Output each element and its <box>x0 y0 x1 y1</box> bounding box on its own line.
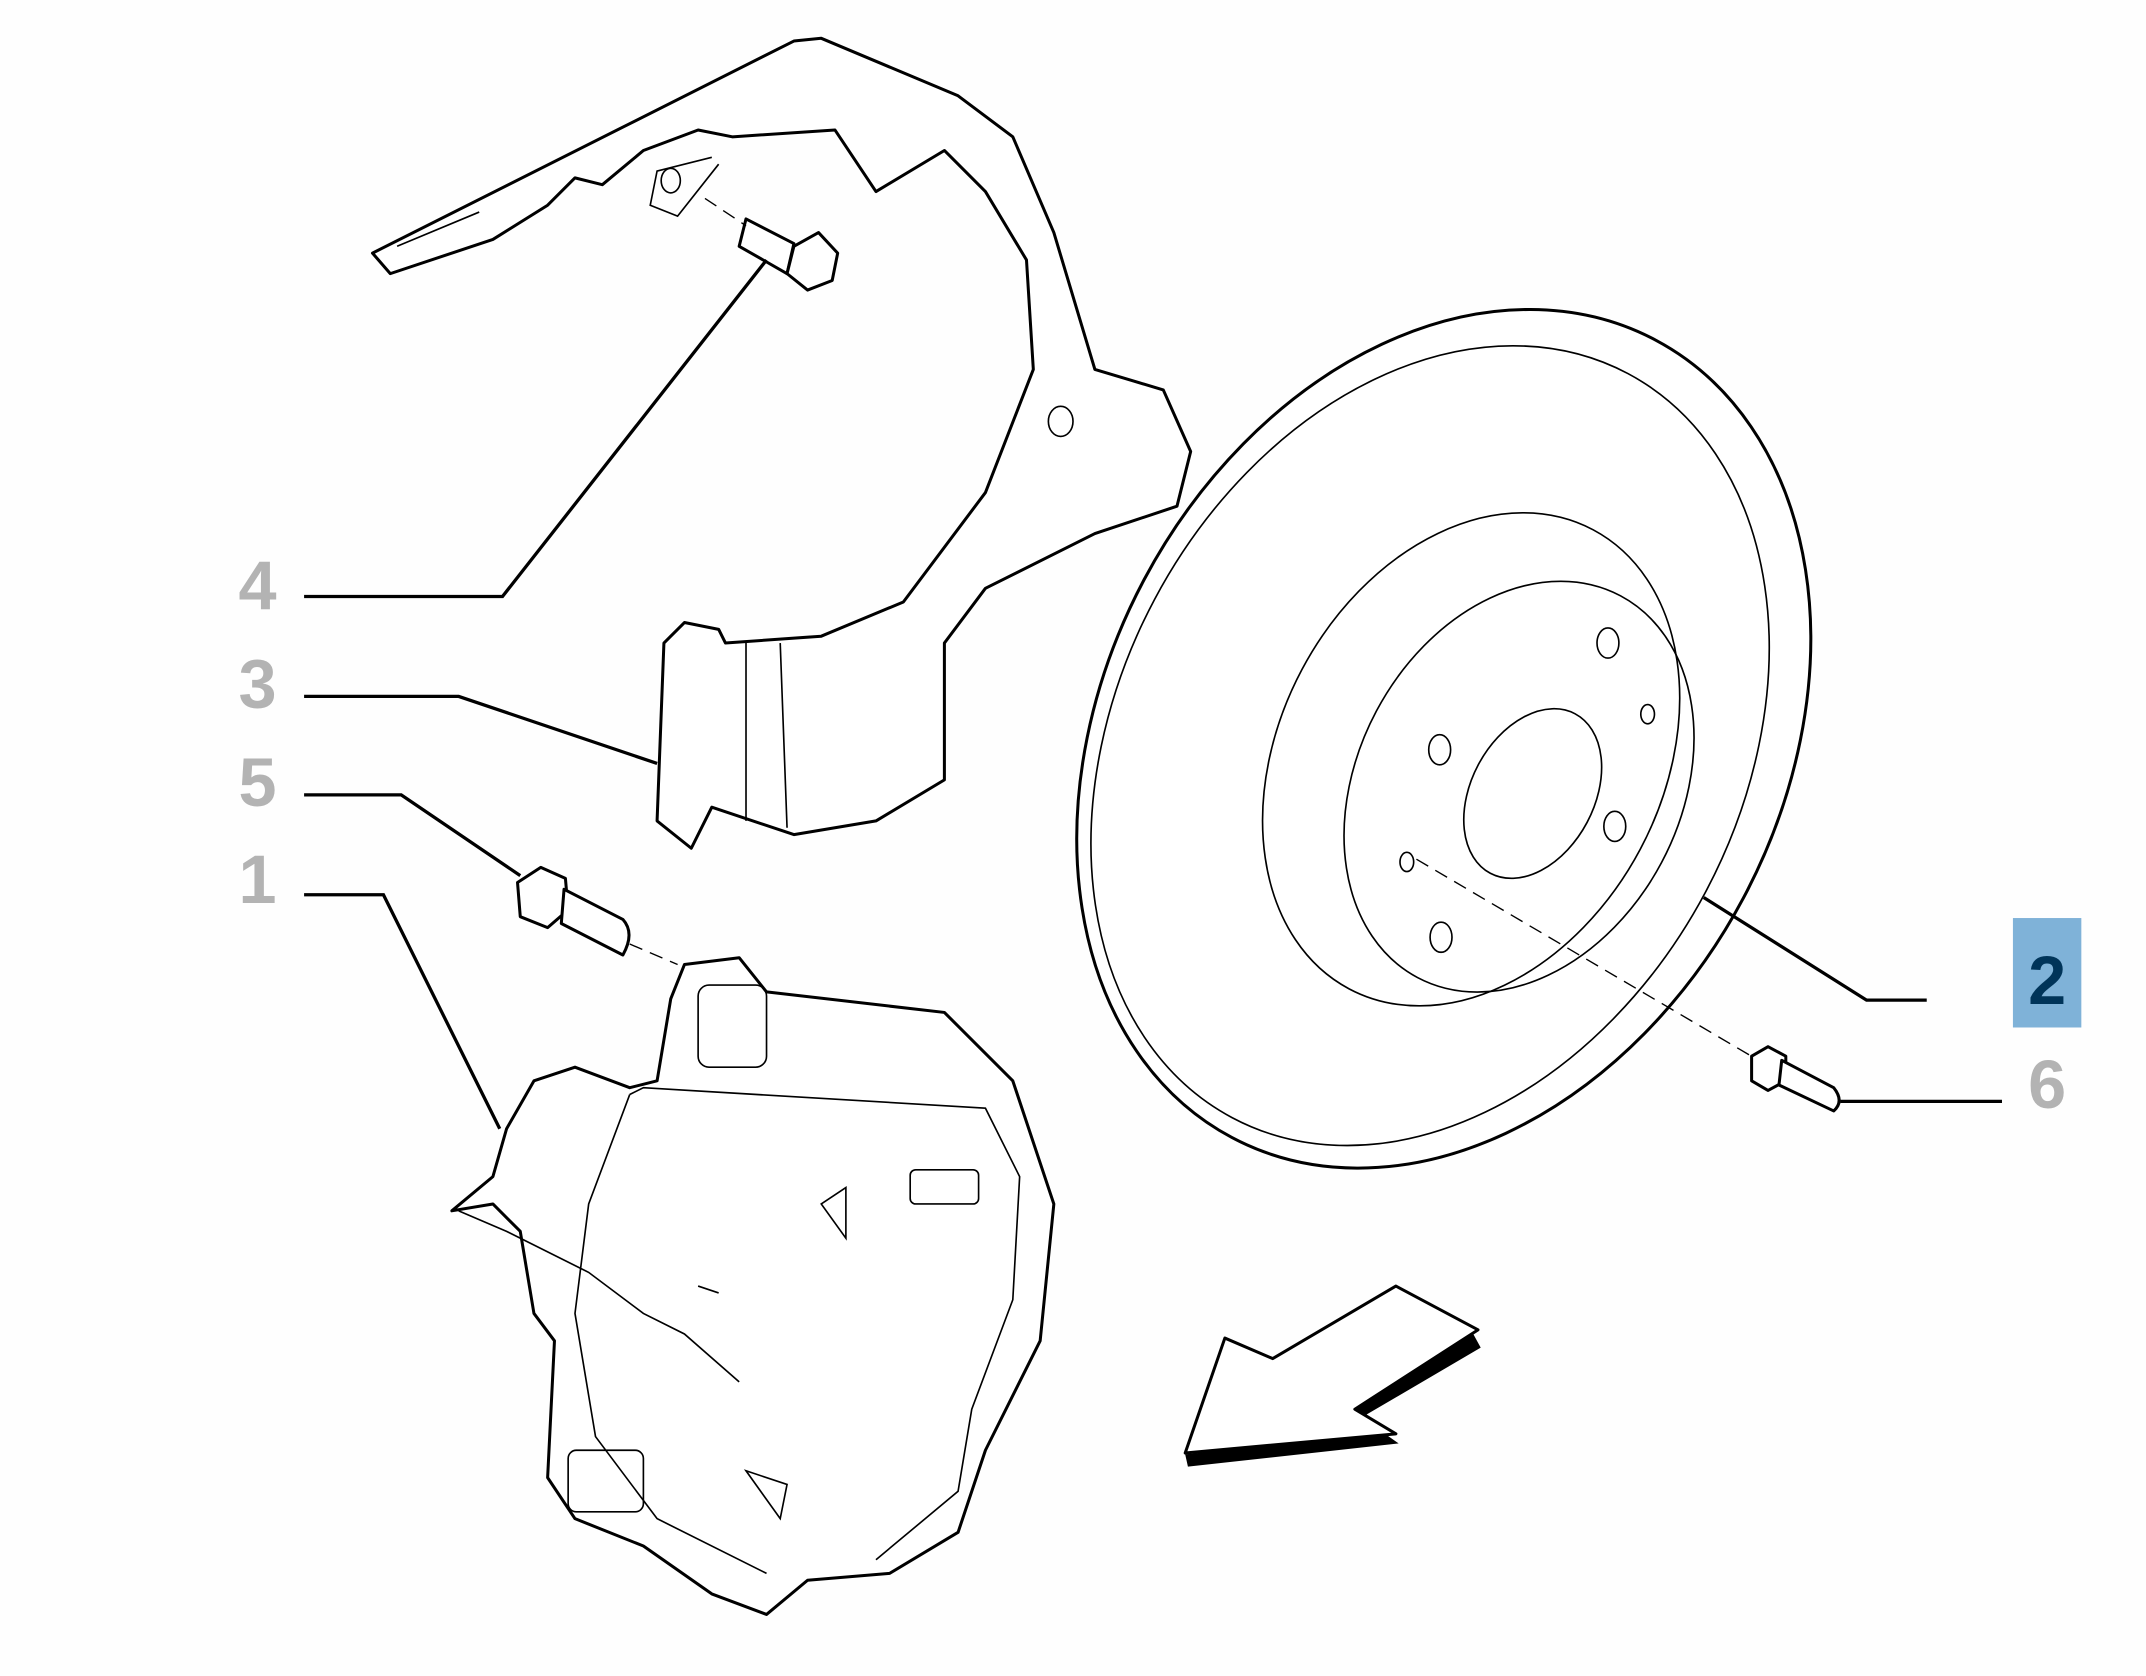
brake-disc-part-2[interactable] <box>932 181 1955 1297</box>
callout-3[interactable]: 3 <box>239 646 277 722</box>
callout-2[interactable]: 2 <box>2028 943 2066 1019</box>
callout-4[interactable]: 4 <box>239 548 277 624</box>
caliper-part-1[interactable] <box>450 956 1056 1616</box>
axis-line <box>1416 858 1759 1061</box>
leader-line-4 <box>304 258 768 599</box>
callout-2-highlight[interactable] <box>2012 918 2082 1028</box>
stud-part-6[interactable] <box>1750 1045 1841 1113</box>
leader-line-3 <box>304 694 658 765</box>
leader-line-1 <box>304 893 502 1130</box>
dust-shield-part-3[interactable] <box>370 36 1193 850</box>
leader-line-2 <box>1702 896 1927 1002</box>
callout-1[interactable]: 1 <box>239 842 277 918</box>
callout-6[interactable]: 6 <box>2028 1047 2066 1123</box>
bolt-part-4[interactable] <box>737 217 840 292</box>
axis-line <box>704 197 747 227</box>
axis-line <box>629 943 678 966</box>
direction-arrow <box>1183 1284 1481 1467</box>
leader-line-5 <box>304 793 522 877</box>
callout-5[interactable]: 5 <box>239 745 277 821</box>
bolt-part-5[interactable] <box>516 865 631 957</box>
